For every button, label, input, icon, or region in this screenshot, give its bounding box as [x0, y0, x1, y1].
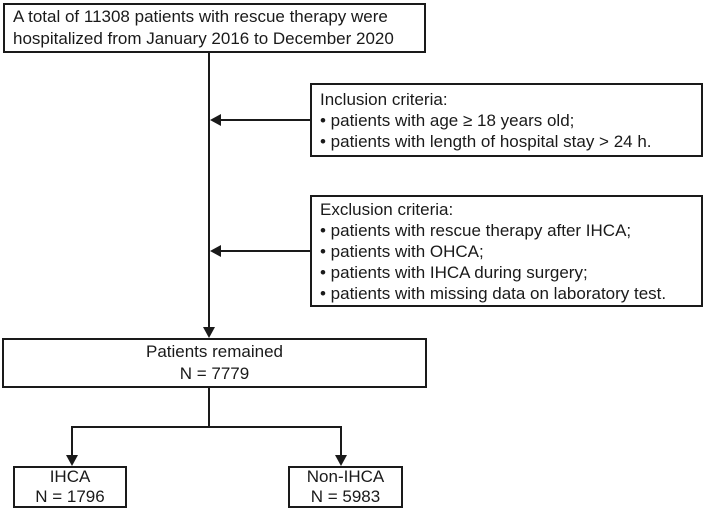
inclusion-criteria-box: Inclusion criteria: • patients with age …: [310, 83, 703, 157]
arrowhead-down-icon: [203, 327, 215, 338]
ihca-count: N = 1796: [35, 487, 105, 506]
criteria-item: • patients with OHCA;: [320, 241, 484, 261]
patients-remained-box: Patients remained N = 7779: [2, 338, 427, 388]
criteria-item: • patients with length of hospital stay …: [320, 131, 652, 151]
main-flow-line: [208, 53, 210, 330]
non-ihca-label: Non-IHCA: [306, 467, 385, 486]
criteria-item: • patients with IHCA during surgery;: [320, 262, 588, 282]
remained-label: Patients remained: [145, 342, 284, 361]
criteria-item: • patients with age ≥ 18 years old;: [320, 110, 575, 130]
arrowhead-left-icon: [210, 114, 221, 126]
criteria-item: • patients with rescue therapy after IHC…: [320, 220, 632, 240]
ihca-label: IHCA: [49, 467, 91, 486]
exclusion-connector-line: [218, 250, 310, 252]
enrollment-line-2: hospitalized from January 2016 to Decemb…: [13, 29, 394, 48]
branch-stem-line: [208, 388, 210, 428]
criteria-item: • patients with missing data on laborato…: [320, 283, 667, 303]
inclusion-connector-line: [218, 119, 310, 121]
ihca-box: IHCA N = 1796: [13, 466, 127, 508]
inclusion-items: • patients with age ≥ 18 years old;• pat…: [320, 110, 652, 152]
exclusion-items: • patients with rescue therapy after IHC…: [320, 220, 666, 304]
remained-count: N = 7779: [179, 364, 250, 383]
exclusion-criteria-box: Exclusion criteria: • patients with resc…: [310, 195, 703, 307]
enrollment-box: A total of 11308 patients with rescue th…: [3, 3, 426, 53]
ihca-drop-line: [71, 426, 73, 456]
arrowhead-down-icon: [335, 455, 347, 466]
inclusion-title: Inclusion criteria:: [320, 89, 448, 109]
enrollment-line-1: A total of 11308 patients with rescue th…: [13, 7, 388, 26]
branch-horizontal-line: [71, 426, 342, 428]
non-ihca-count: N = 5983: [310, 487, 381, 506]
exclusion-title: Exclusion criteria:: [320, 199, 454, 219]
non-ihca-box: Non-IHCA N = 5983: [288, 466, 403, 508]
non-ihca-drop-line: [340, 426, 342, 456]
arrowhead-down-icon: [66, 455, 78, 466]
arrowhead-left-icon: [210, 245, 221, 257]
